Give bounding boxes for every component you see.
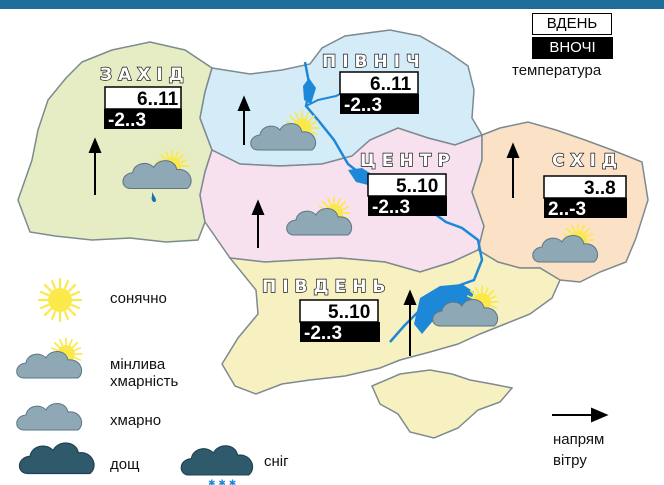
night-temp-center: -2..3 <box>372 197 410 218</box>
legend-partly-cloudy-label-line1: мінлива <box>110 356 166 373</box>
region-label-center: ЦЕНТР <box>360 151 456 171</box>
temp-box-east: 3..8 2..-3 <box>543 175 627 220</box>
key-caption: температура <box>512 62 602 79</box>
key-day-label: ВДЕНЬ <box>532 13 612 35</box>
region-south <box>221 249 561 395</box>
temp-box-center: 5..10 -2..3 <box>367 173 447 218</box>
legend-partly-cloudy-icon <box>16 337 83 379</box>
header-strip <box>0 0 664 9</box>
snow-icon: ✱ ✱ ✱ <box>180 445 254 485</box>
svg-text:✱ ✱ ✱: ✱ ✱ ✱ <box>208 479 236 485</box>
day-temp-north: 6..11 <box>370 74 412 95</box>
legend-snow-label: сніг <box>264 453 289 470</box>
day-temp-center: 5..10 <box>396 176 438 197</box>
night-temp-east: 2..-3 <box>548 199 586 220</box>
night-temp-south: -2..3 <box>304 323 342 344</box>
day-temp-south: 5..10 <box>328 302 370 323</box>
night-temp-north: -2..3 <box>344 95 382 116</box>
region-crimea <box>371 369 514 439</box>
legend-wind-label-line1: напрям <box>553 431 605 448</box>
wind-arrow-center <box>251 199 265 248</box>
night-temp-west: -2..3 <box>108 110 146 131</box>
legend-rain-label: дощ <box>110 456 140 473</box>
cloudy-icon <box>16 402 83 431</box>
day-temp-east: 3..8 <box>584 178 616 199</box>
legend-sunny-label: сонячно <box>110 290 167 307</box>
temp-box-south: 5..10 -2..3 <box>299 299 380 344</box>
wind-arrow-west <box>88 137 102 195</box>
wind-arrow-north <box>237 95 251 145</box>
legend-partly-cloudy-label-line2: хмарність <box>110 373 179 390</box>
legend-cloudy-label: хмарно <box>110 412 162 429</box>
wind-arrow-south <box>403 289 417 356</box>
region-label-west: ЗАХІД <box>100 65 190 85</box>
temp-box-north: 6..11 -2..3 <box>339 71 419 116</box>
reservoir-kyiv <box>303 78 316 104</box>
day-temp-west: 6..11 <box>137 89 179 110</box>
region-label-south: ПІВДЕНЬ <box>262 277 391 297</box>
region-label-north: ПІВНІЧ <box>322 52 426 72</box>
wind-arrow-east <box>506 142 520 198</box>
sunny-icon <box>37 277 83 323</box>
cloudy-rain-icon <box>122 149 192 203</box>
legend-wind-label-line2: вітру <box>553 452 587 469</box>
temp-box-west: 6..11 -2..3 <box>104 86 182 131</box>
rain-icon <box>18 442 95 475</box>
key-night-label: ВНОЧІ <box>532 37 613 59</box>
region-label-east: СХІД <box>552 151 623 171</box>
wind-direction-arrow-icon <box>552 407 609 423</box>
